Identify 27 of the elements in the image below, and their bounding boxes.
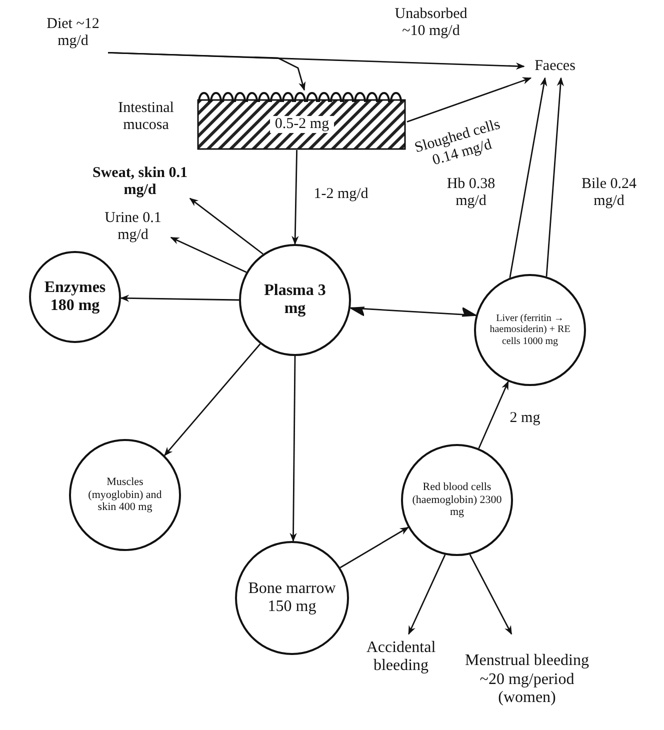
compartment-text: Plasma 3 mg [264,282,326,317]
arrow [509,77,548,278]
arrow [170,236,247,273]
node-label: Sweat, skin 0.1 mg/d [90,162,190,202]
arrow [120,294,240,302]
equilibrium-arrow [350,306,477,317]
arrow [290,356,297,542]
compartment-text: Enzymes 180 mg [44,278,106,314]
node-label: Diet ~12 mg/d [38,12,108,54]
arrow [108,52,306,91]
arrow [478,380,509,449]
arrow [546,77,564,277]
mucosa-label: Intestinal mucosa [117,100,175,134]
compartment-text: Muscles (myoglobin) and skin 400 mg [88,476,162,514]
arrow [340,526,409,568]
compartment-text: Bone marrow 150 mg [248,580,336,615]
arrow [292,150,299,245]
arrow [469,554,512,635]
arrow [408,554,446,635]
arrow [406,77,532,122]
compartment-text: Red blood cells (haemoglobin) 2300 mg [412,481,502,518]
compartment-text: Liver (ferritin → haemosiderin) + RE cells 1000 mg [490,312,570,347]
arrow [164,343,261,456]
mucosa-amount: 0.5-2 mg [270,116,334,132]
node-label: Faeces [524,56,586,78]
arrow [189,198,264,255]
node-label: Urine 0.1 mg/d [95,207,171,247]
